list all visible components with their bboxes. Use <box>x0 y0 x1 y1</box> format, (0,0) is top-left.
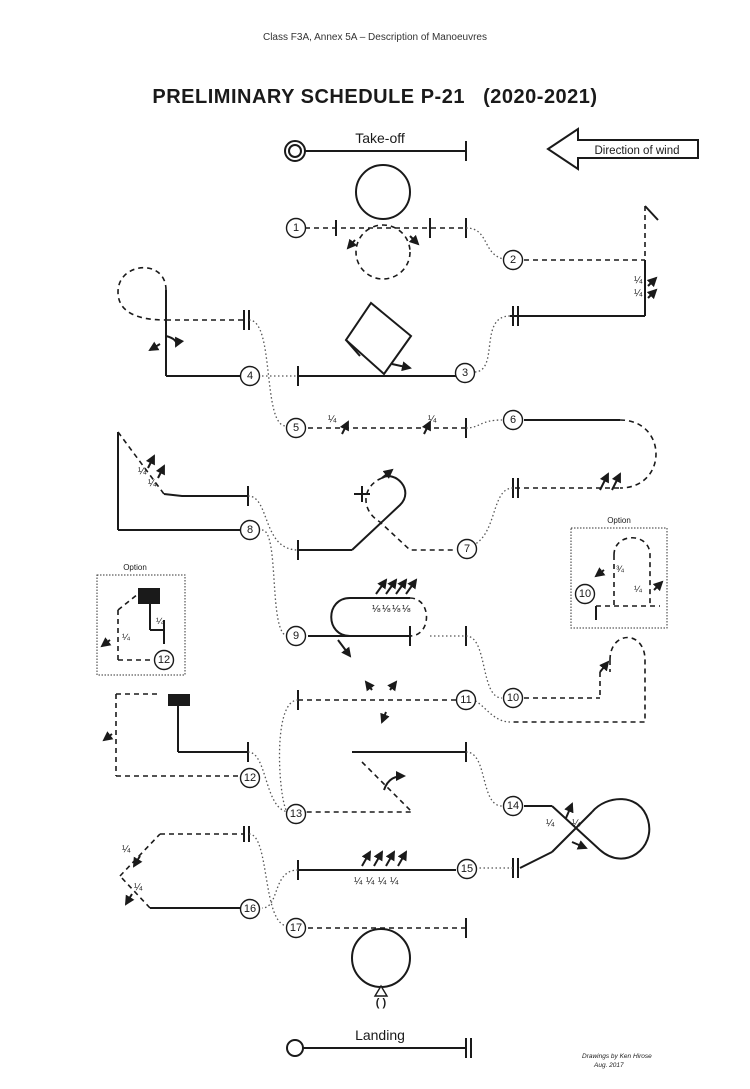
svg-text:⅛: ⅛ <box>392 604 401 615</box>
manoeuvre-9-figure: ⅛ ⅛ ⅛ ⅛ <box>308 578 503 699</box>
svg-text:4: 4 <box>247 370 253 382</box>
manoeuvre-number-2: 2 <box>502 249 524 271</box>
svg-text:( ): ( ) <box>376 997 387 1009</box>
svg-text:5: 5 <box>293 422 299 434</box>
svg-text:10: 10 <box>507 692 519 704</box>
wind-arrow: Direction of wind <box>546 127 699 171</box>
manoeuvre-12-figure <box>102 693 291 813</box>
manoeuvre-number-14: 14 <box>502 795 524 817</box>
manoeuvre-2-figure: ¼ ¼ <box>473 205 659 373</box>
manoeuvre-14-figure: ¼ ¼ <box>478 798 651 878</box>
svg-text:16: 16 <box>244 903 256 915</box>
svg-text:11: 11 <box>460 694 471 706</box>
manoeuvre-number-13: 13 <box>285 803 307 825</box>
manoeuvre-17-figure: ( ) <box>308 918 467 1009</box>
svg-text:¼: ¼ <box>634 584 643 595</box>
manoeuvre-15-figure: ¼ ¼ ¼ ¼ <box>261 850 456 909</box>
option-box-10: Option ¾ ¼ <box>570 516 668 629</box>
manoeuvre-10-figure <box>465 636 646 723</box>
manoeuvre-number-10-option: 10 <box>574 583 596 605</box>
manoeuvre-6-figure <box>459 419 657 549</box>
manoeuvre-number-10: 10 <box>502 687 524 709</box>
svg-text:10: 10 <box>579 588 591 600</box>
svg-text:¼: ¼ <box>328 413 337 425</box>
svg-text:¾: ¾ <box>616 564 625 575</box>
manoeuvre-8-figure: ¼ ¼ <box>117 431 299 637</box>
landing-symbol: Landing <box>286 1027 472 1058</box>
svg-text:¼: ¼ <box>572 817 581 829</box>
svg-text:¼: ¼ <box>546 817 555 829</box>
manoeuvre-number-4: 4 <box>239 365 261 387</box>
svg-text:¼: ¼ <box>634 274 643 286</box>
manoeuvre-11-figure <box>278 680 456 813</box>
svg-text:¼: ¼ <box>366 875 375 887</box>
takeoff-label: Take-off <box>355 130 405 146</box>
manoeuvre-16-figure: ¼ ¼ <box>119 826 289 927</box>
page-header: Class F3A, Annex 5A – Description of Man… <box>262 32 487 43</box>
svg-text:12: 12 <box>244 772 256 784</box>
option-label-10: Option <box>607 516 631 525</box>
svg-text:¼: ¼ <box>378 875 387 887</box>
svg-text:2: 2 <box>510 254 516 266</box>
manoeuvre-7-figure <box>297 468 456 560</box>
option-box-12: Option ¼ ¼ <box>96 563 186 676</box>
credit-line-2: Aug. 2017 <box>593 1062 624 1069</box>
manoeuvre-number-1: 1 <box>285 217 307 239</box>
svg-text:8: 8 <box>247 524 253 536</box>
wind-label: Direction of wind <box>594 145 679 157</box>
manoeuvre-4-figure <box>117 266 298 427</box>
svg-text:17: 17 <box>290 922 302 934</box>
svg-text:¼: ¼ <box>634 287 643 299</box>
svg-text:15: 15 <box>461 863 473 875</box>
schedule-years: (2020-2021) <box>483 86 598 108</box>
manoeuvre-number-11: 11 <box>455 689 477 711</box>
manoeuvre-5-figure: ¼ ¼ <box>308 413 503 438</box>
landing-label: Landing <box>355 1027 405 1043</box>
svg-text:¼: ¼ <box>122 843 131 855</box>
svg-text:3: 3 <box>462 367 468 379</box>
svg-text:¼: ¼ <box>156 616 165 627</box>
svg-text:⅛: ⅛ <box>382 604 391 615</box>
schedule-name: PRELIMINARY SCHEDULE P-21 <box>152 86 465 108</box>
svg-text:¼: ¼ <box>428 413 437 425</box>
manoeuvre-number-6: 6 <box>502 409 524 431</box>
manoeuvre-number-16: 16 <box>239 898 261 920</box>
svg-text:¼: ¼ <box>122 632 131 643</box>
manoeuvre-number-17: 17 <box>285 917 307 939</box>
option-label-12: Option <box>123 563 147 572</box>
manoeuvre-3-figure <box>297 301 456 386</box>
svg-text:⅛: ⅛ <box>372 604 381 615</box>
manoeuvre-number-12-option: 12 <box>153 649 175 671</box>
svg-text:14: 14 <box>507 800 519 812</box>
manoeuvre-number-5: 5 <box>285 417 307 439</box>
svg-text:12: 12 <box>158 654 170 666</box>
manoeuvre-13-figure <box>304 742 503 813</box>
svg-text:¼: ¼ <box>390 875 399 887</box>
svg-text:¼: ¼ <box>134 881 143 893</box>
credit-line-1: Drawings by Ken Hirose <box>582 1053 652 1060</box>
svg-text:7: 7 <box>464 543 470 555</box>
manoeuvre-number-3: 3 <box>454 362 476 384</box>
manoeuvre-number-7: 7 <box>456 538 478 560</box>
manoeuvre-number-15: 15 <box>456 858 478 880</box>
manoeuvre-number-9: 9 <box>285 625 307 647</box>
manoeuvre-1-figure <box>305 164 513 280</box>
manoeuvre-number-12: 12 <box>239 767 261 789</box>
svg-text:¼: ¼ <box>354 875 363 887</box>
svg-text:13: 13 <box>290 808 302 820</box>
svg-text:9: 9 <box>293 630 299 642</box>
svg-text:⅛: ⅛ <box>402 604 411 615</box>
takeoff-symbol: Take-off <box>284 130 467 162</box>
svg-text:¼: ¼ <box>148 477 157 489</box>
svg-text:¼: ¼ <box>138 465 147 477</box>
manoeuvre-number-8: 8 <box>239 519 261 541</box>
schedule-title: PRELIMINARY SCHEDULE P-21 (2020-2021) <box>0 86 750 109</box>
svg-text:1: 1 <box>293 222 299 234</box>
svg-text:6: 6 <box>510 414 516 426</box>
